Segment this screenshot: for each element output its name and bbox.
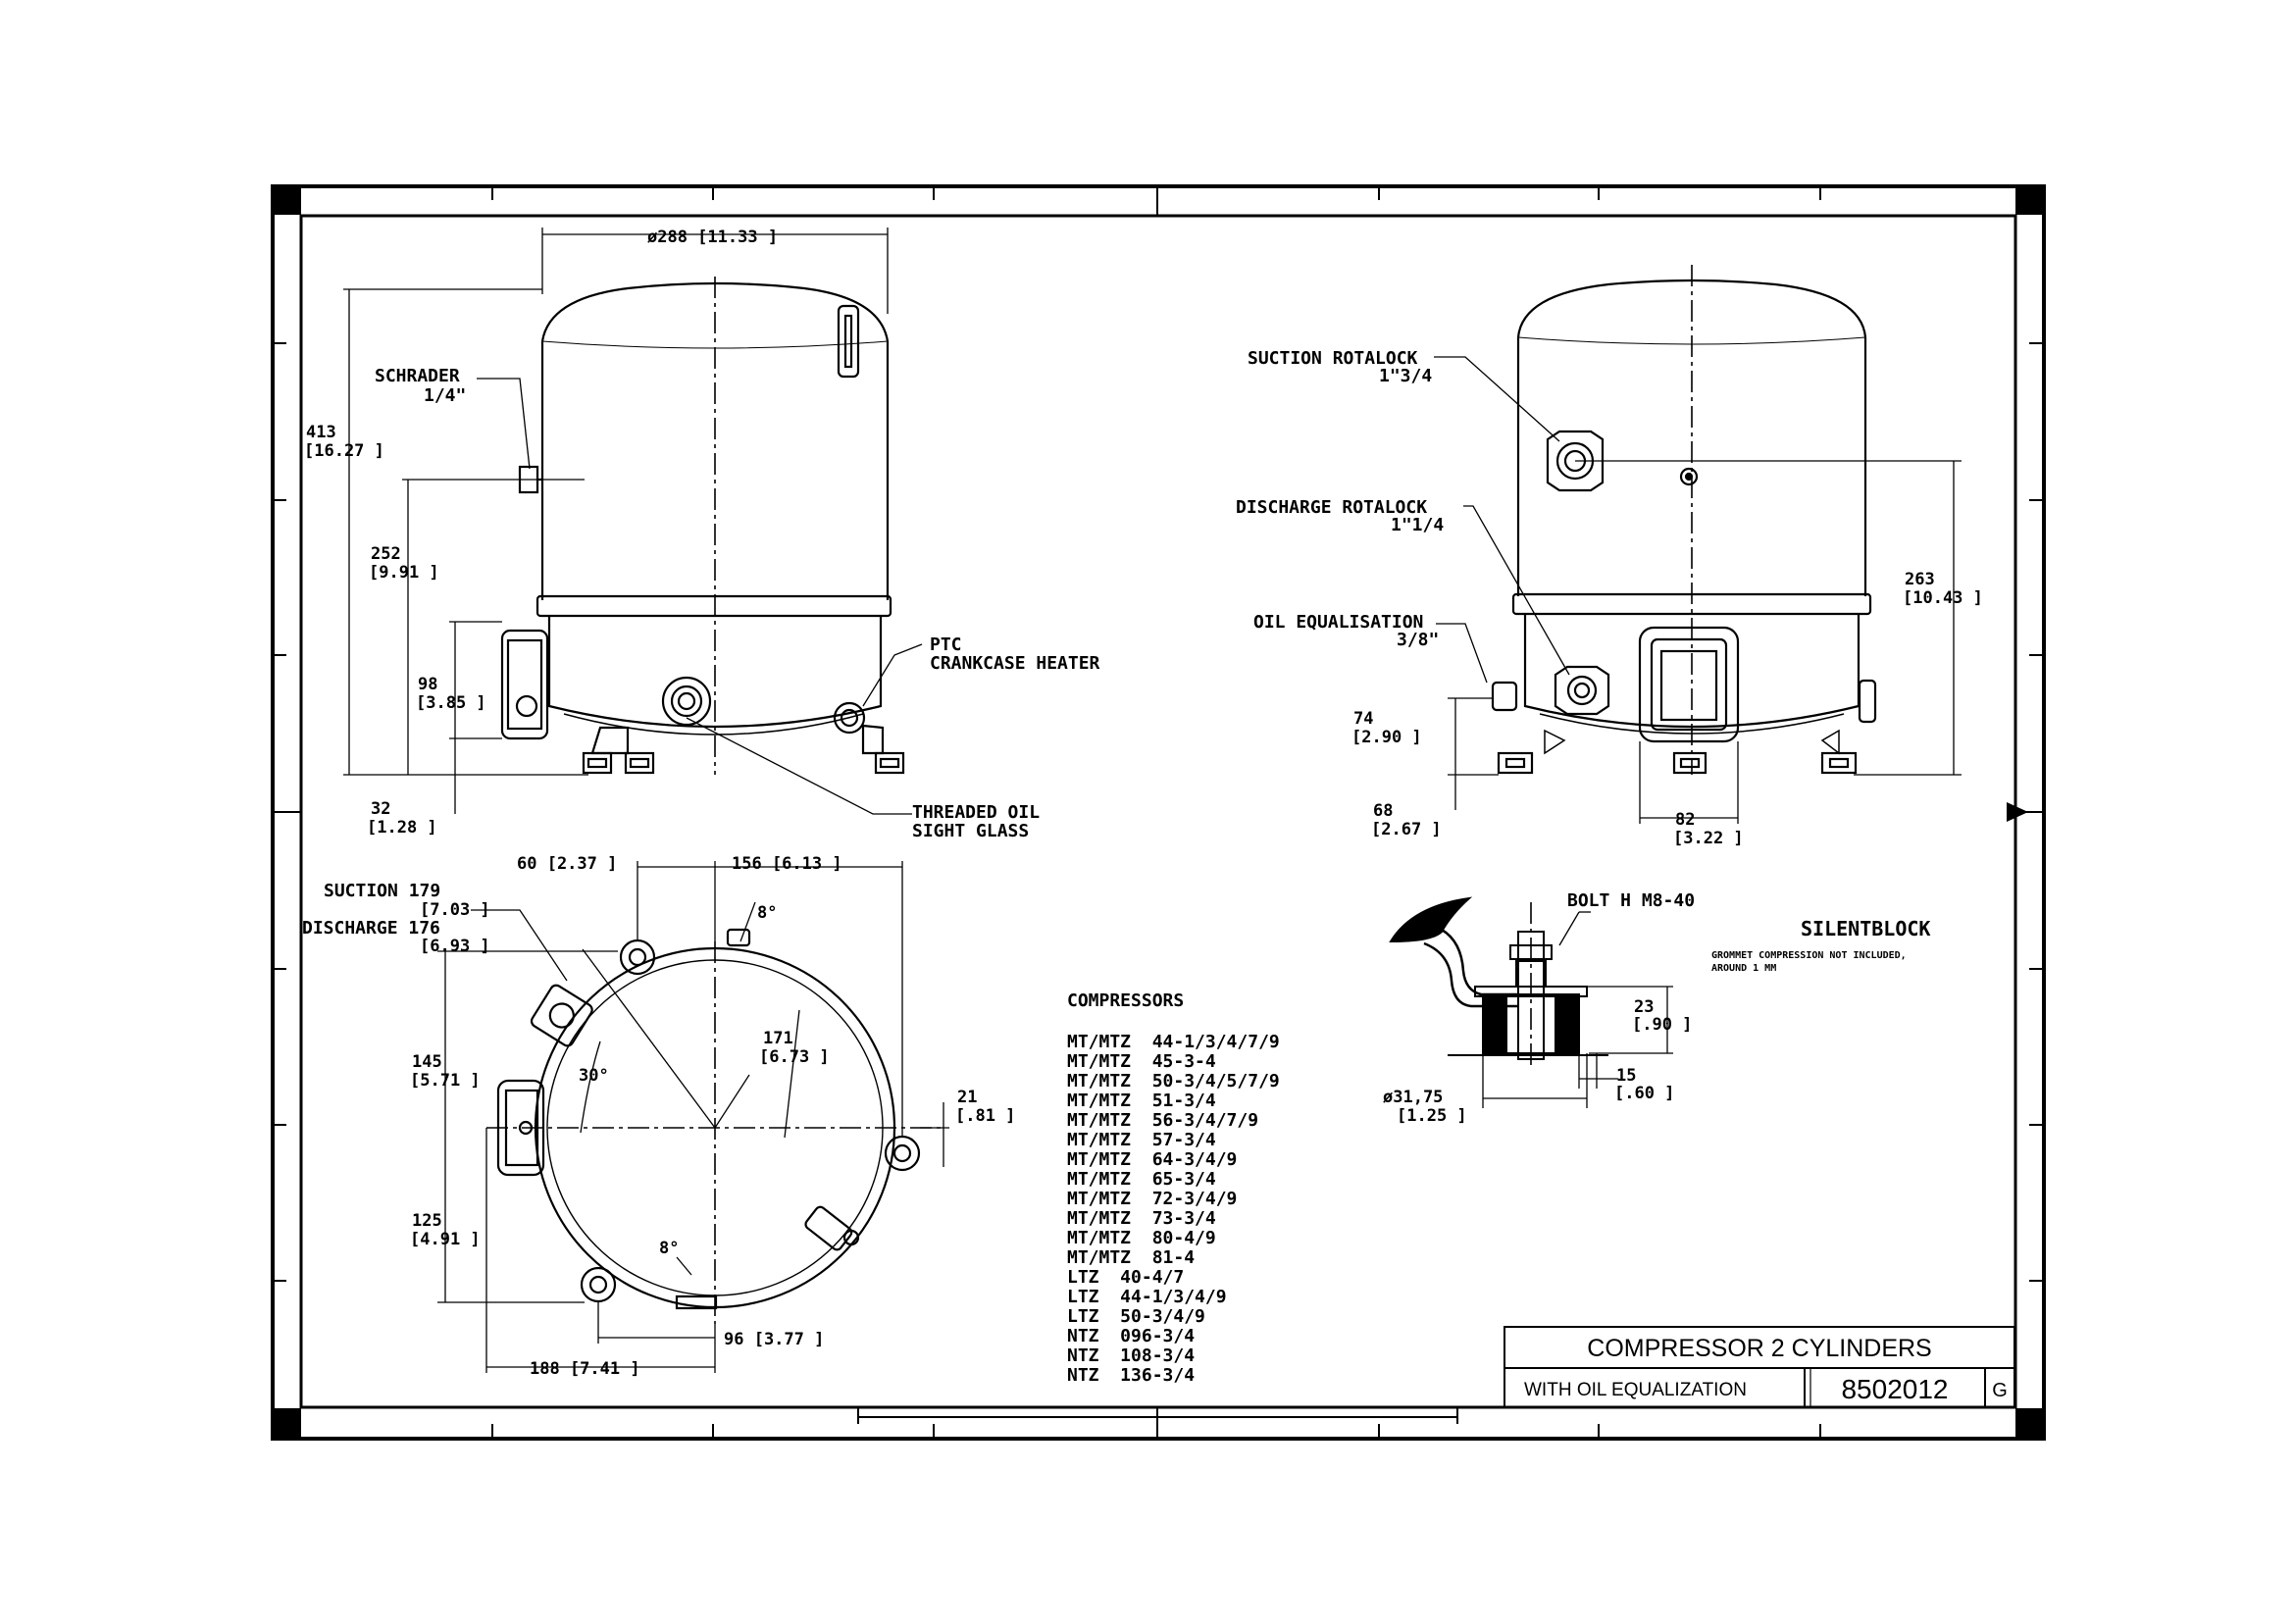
oil-equalisation-label: OIL EQUALISATION bbox=[1253, 612, 1423, 633]
silentblock-detail bbox=[1389, 896, 1673, 1108]
silentblock-dim-dia: ø31,75 bbox=[1383, 1088, 1443, 1107]
front-dim-schrader: 252 bbox=[371, 544, 401, 564]
top-dim-171-in: [6.73 ] bbox=[759, 1047, 830, 1067]
side-dim-box-in: [3.22 ] bbox=[1673, 829, 1744, 848]
front-dim-port-in: [3.85 ] bbox=[416, 693, 486, 713]
side-dim-oil-in: [2.90 ] bbox=[1351, 728, 1422, 747]
side-dim-suction-in: [10.43 ] bbox=[1903, 588, 1983, 608]
top-angle-30: 30° bbox=[579, 1066, 609, 1086]
top-dim-171: 171 bbox=[763, 1029, 793, 1048]
drawing-title: COMPRESSOR 2 CYLINDERS bbox=[1587, 1335, 1931, 1362]
compressor-model: MT/MTZ 44-1/3/4/7/9 bbox=[1067, 1032, 1280, 1052]
compressor-model: MT/MTZ 64-3/4/9 bbox=[1067, 1149, 1237, 1170]
side-dim-foot: 68 bbox=[1373, 801, 1393, 821]
drawing-revision: G bbox=[1992, 1380, 2008, 1401]
top-view bbox=[437, 861, 949, 1373]
compressor-model: MT/MTZ 81-4 bbox=[1067, 1247, 1195, 1268]
top-dim-188: 188 [7.41 ] bbox=[530, 1359, 640, 1379]
front-dim-height: 413 bbox=[306, 423, 336, 442]
compressor-model: LTZ 40-4/7 bbox=[1067, 1267, 1184, 1288]
top-discharge-in: [6.93 ] bbox=[420, 937, 490, 956]
top-dim-21-in: [.81 ] bbox=[955, 1106, 1015, 1126]
top-dim-60: 60 [2.37 ] bbox=[517, 854, 617, 874]
top-suction-label: SUCTION 179 bbox=[324, 881, 440, 901]
side-dim-foot-in: [2.67 ] bbox=[1371, 820, 1442, 839]
suction-rotalock-size: 1"3/4 bbox=[1379, 366, 1432, 386]
side-dim-suction: 263 bbox=[1905, 570, 1935, 589]
top-suction-in: [7.03 ] bbox=[420, 900, 490, 920]
silentblock-note-2: AROUND 1 MM bbox=[1711, 963, 1776, 974]
compressor-model: LTZ 50-3/4/9 bbox=[1067, 1306, 1205, 1327]
crankcase-heater-label: CRANKCASE HEATER bbox=[930, 653, 1100, 674]
compressor-model: MT/MTZ 65-3/4 bbox=[1067, 1169, 1216, 1190]
compressor-model: MT/MTZ 50-3/4/5/7/9 bbox=[1067, 1071, 1280, 1091]
compressor-model: MT/MTZ 56-3/4/7/9 bbox=[1067, 1110, 1258, 1131]
top-discharge-label: DISCHARGE 176 bbox=[302, 918, 440, 939]
sight-glass-label-1: THREADED OIL bbox=[912, 802, 1040, 823]
compressor-model: MT/MTZ 51-3/4 bbox=[1067, 1091, 1216, 1111]
ptc-label: PTC bbox=[930, 634, 962, 655]
schrader-label: SCHRADER bbox=[375, 366, 460, 386]
silentblock-dim-23-in: [.90 ] bbox=[1632, 1015, 1692, 1035]
front-dim-height-in: [16.27 ] bbox=[304, 441, 384, 461]
side-dim-box: 82 bbox=[1675, 810, 1695, 830]
compressor-model: NTZ 108-3/4 bbox=[1067, 1345, 1195, 1366]
compressor-model: NTZ 136-3/4 bbox=[1067, 1365, 1195, 1386]
front-dim-foot-in: [1.28 ] bbox=[367, 818, 437, 837]
silentblock-dim-15-in: [.60 ] bbox=[1614, 1084, 1674, 1103]
top-dim-145-in: [5.71 ] bbox=[410, 1071, 481, 1091]
drawing-number: 8502012 bbox=[1841, 1374, 1948, 1404]
front-view bbox=[343, 228, 923, 815]
silentblock-title: SILENTBLOCK bbox=[1801, 917, 1930, 940]
orientation-arrow-icon bbox=[2007, 802, 2028, 822]
compressor-model-list: MT/MTZ 44-1/3/4/7/9 MT/MTZ 45-3-4 MT/MTZ… bbox=[1067, 1032, 1280, 1386]
compressor-model: MT/MTZ 80-4/9 bbox=[1067, 1228, 1216, 1248]
compressor-model: LTZ 44-1/3/4/9 bbox=[1067, 1287, 1227, 1307]
front-dim-foot: 32 bbox=[371, 799, 390, 819]
compressor-model: MT/MTZ 72-3/4/9 bbox=[1067, 1189, 1237, 1209]
top-dim-156: 156 [6.13 ] bbox=[732, 854, 842, 874]
suction-rotalock-label: SUCTION ROTALOCK bbox=[1248, 348, 1418, 369]
top-dim-145: 145 bbox=[412, 1052, 442, 1072]
title-block bbox=[1504, 1326, 2015, 1408]
side-dim-oil: 74 bbox=[1353, 709, 1373, 729]
schrader-size: 1/4" bbox=[424, 385, 466, 406]
compressor-model: MT/MTZ 57-3/4 bbox=[1067, 1130, 1216, 1150]
compressor-model: MT/MTZ 73-3/4 bbox=[1067, 1208, 1216, 1229]
front-dim-diameter: ø288 [11.33 ] bbox=[647, 228, 778, 247]
discharge-rotalock-size: 1"1/4 bbox=[1391, 515, 1444, 535]
compressors-heading: COMPRESSORS bbox=[1067, 990, 1184, 1011]
silentblock-bolt-label: BOLT H M8-40 bbox=[1567, 890, 1695, 911]
top-angle-8b: 8° bbox=[659, 1239, 679, 1258]
top-dim-125: 125 bbox=[412, 1211, 442, 1231]
front-dim-schrader-in: [9.91 ] bbox=[369, 563, 439, 583]
silentblock-dim-dia-in: [1.25 ] bbox=[1397, 1106, 1467, 1126]
drawing-subtitle: WITH OIL EQUALIZATION bbox=[1524, 1380, 1747, 1400]
top-angle-8a: 8° bbox=[757, 903, 777, 923]
compressor-model: NTZ 096-3/4 bbox=[1067, 1326, 1195, 1346]
front-dim-port: 98 bbox=[418, 675, 437, 694]
side-view bbox=[1434, 265, 1962, 824]
silentblock-note-1: GROMMET COMPRESSION NOT INCLUDED, bbox=[1711, 950, 1907, 961]
compressor-model: MT/MTZ 45-3-4 bbox=[1067, 1051, 1216, 1072]
top-dim-125-in: [4.91 ] bbox=[410, 1230, 481, 1249]
top-dim-21: 21 bbox=[957, 1088, 977, 1107]
top-dim-96: 96 [3.77 ] bbox=[724, 1330, 824, 1349]
drawing-frame bbox=[271, 184, 2046, 1441]
silentblock-dim-23: 23 bbox=[1634, 997, 1654, 1017]
silentblock-dim-15: 15 bbox=[1616, 1066, 1636, 1086]
sight-glass-label-2: SIGHT GLASS bbox=[912, 821, 1029, 841]
discharge-rotalock-label: DISCHARGE ROTALOCK bbox=[1236, 497, 1427, 518]
oil-equalisation-size: 3/8" bbox=[1397, 630, 1439, 650]
